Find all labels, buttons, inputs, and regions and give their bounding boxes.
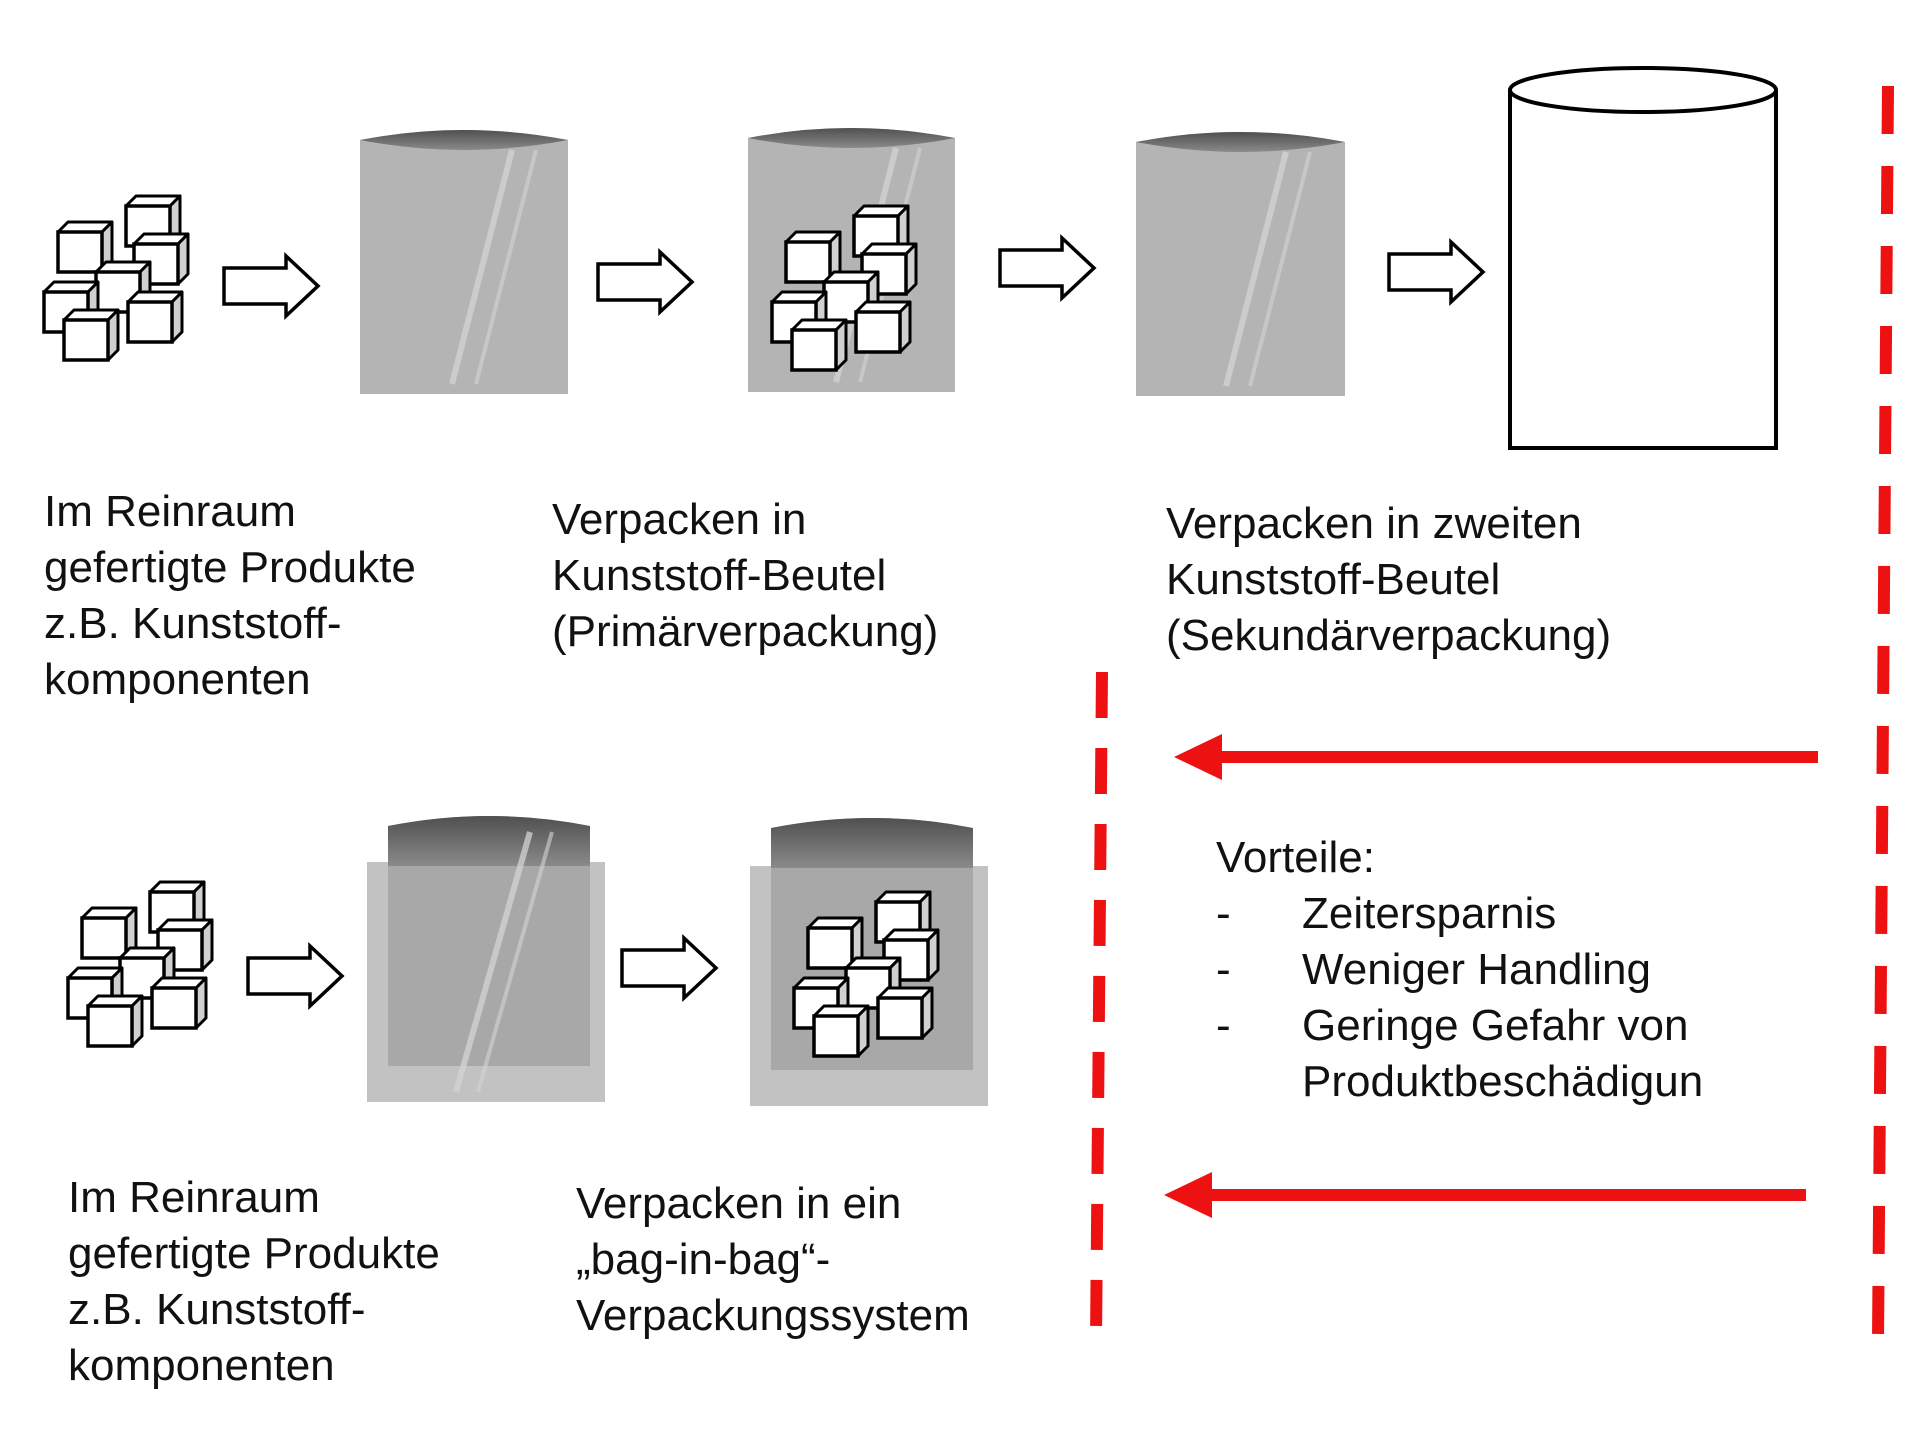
bag-in-bag-icon: [367, 816, 605, 1102]
benefit-item: - Zeitersparnis: [1216, 886, 1703, 942]
red-arrow-left-icon: [1174, 734, 1818, 780]
filled-bag-icon: [748, 128, 955, 392]
filled-bag-in-bag-icon: [750, 818, 988, 1106]
benefits-heading: Vorteile:: [1216, 833, 1375, 882]
benefit-bullet: -: [1216, 889, 1231, 938]
separator-dashed-line: [1090, 671, 1108, 1341]
benefit-bullet: -: [1216, 945, 1231, 994]
plastic-bag-icon: [1136, 132, 1345, 396]
flow-arrow-icon: [246, 944, 344, 1008]
benefits-list: Vorteile: - Zeitersparnis - Weniger Hand…: [1216, 830, 1703, 1110]
top-secondary-label: Verpacken in zweiten Kunststoff-Beutel (…: [1166, 499, 1612, 660]
bottom-products-label: Im Reinraum gefertigte Produkte z.B. Kun…: [68, 1173, 440, 1390]
benefit-bullet: -: [1216, 1001, 1231, 1050]
bottom-baginbag-label: Verpacken in ein „bag-in-bag“- Verpackun…: [576, 1179, 970, 1340]
flow-arrow-icon: [620, 936, 718, 1000]
benefit-item-continuation: Produktbeschädigun: [1302, 1057, 1704, 1106]
benefit-item: - Geringe Gefahr von: [1216, 998, 1703, 1054]
cylinder-container-icon: [1508, 66, 1778, 450]
flow-arrow-icon: [998, 236, 1096, 300]
top-products-label: Im Reinraum gefertigte Produkte z.B. Kun…: [44, 487, 416, 704]
product-cluster-icon: [68, 882, 212, 1046]
separator-dashed-line: [1872, 85, 1894, 1341]
flow-arrow-icon: [222, 254, 320, 318]
benefit-item: - Weniger Handling: [1216, 942, 1703, 998]
flow-arrow-icon: [1387, 240, 1485, 304]
top-primary-label: Verpacken in Kunststoff-Beutel (Primärve…: [552, 495, 939, 656]
plastic-bag-icon: [360, 130, 568, 394]
red-arrow-left-icon: [1164, 1172, 1806, 1218]
flow-arrow-icon: [596, 250, 694, 314]
product-cluster-icon: [44, 196, 188, 360]
